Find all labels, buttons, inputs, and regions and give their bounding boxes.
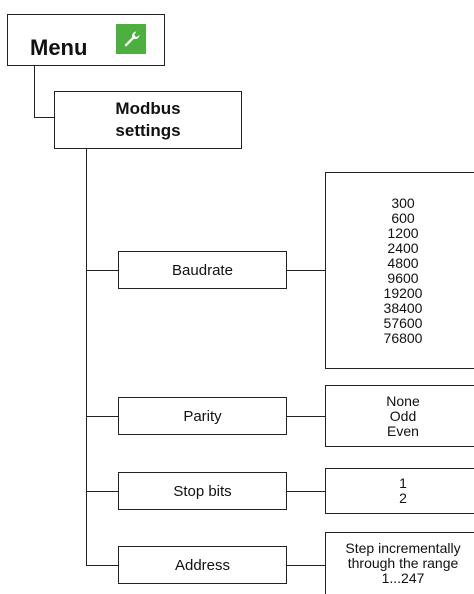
- option-value: 57600: [383, 314, 423, 331]
- option-value: through the range: [347, 555, 459, 571]
- branch-line: [86, 491, 118, 492]
- trunk-line: [86, 149, 87, 565]
- modbus-settings-node[interactable]: Modbus settings: [54, 91, 242, 149]
- option-value: 1...247: [381, 570, 425, 586]
- option-value: Step incrementally: [345, 540, 461, 556]
- baudrate-label: Baudrate: [172, 261, 233, 279]
- option-value: 2400: [387, 239, 419, 256]
- option-connector-line: [287, 565, 325, 566]
- address-node[interactable]: Address: [118, 546, 287, 584]
- stop-bits-node[interactable]: Stop bits: [118, 472, 287, 510]
- option-value: 2: [399, 490, 407, 506]
- option-value: 19200: [383, 284, 423, 301]
- modbus-settings-label-line1: Modbus: [115, 99, 181, 118]
- baudrate-options: 300 600 1200 2400 4800 9600 19200 38400 …: [325, 172, 474, 369]
- option-value: 76800: [383, 329, 423, 346]
- parity-label: Parity: [183, 407, 222, 425]
- menu-label: Menu: [30, 35, 88, 60]
- baudrate-node[interactable]: Baudrate: [118, 251, 287, 289]
- modbus-settings-label-line2: settings: [115, 121, 181, 140]
- option-value: 1: [399, 475, 407, 491]
- option-value: 600: [391, 209, 415, 226]
- branch-line: [86, 565, 118, 566]
- option-connector-line: [287, 491, 325, 492]
- option-value: 9600: [387, 269, 419, 286]
- address-options: Step incrementally through the range 1..…: [325, 532, 474, 594]
- option-value: 4800: [387, 254, 419, 271]
- parity-options: None Odd Even: [325, 385, 474, 447]
- option-value: Odd: [389, 407, 417, 424]
- address-label: Address: [174, 556, 231, 574]
- connector-line: [34, 66, 35, 118]
- option-connector-line: [287, 270, 325, 271]
- option-value: None: [386, 392, 420, 409]
- stop-bits-label: Stop bits: [173, 482, 232, 500]
- stop-bits-options: 1 2: [325, 468, 474, 514]
- branch-line: [86, 416, 118, 417]
- branch-line: [86, 270, 118, 271]
- parity-node[interactable]: Parity: [118, 397, 287, 435]
- option-value: 300: [391, 194, 415, 211]
- menu-node[interactable]: Menu: [7, 14, 165, 66]
- option-value: Even: [387, 422, 419, 439]
- option-value: 1200: [387, 224, 419, 241]
- option-value: 38400: [383, 299, 423, 316]
- connector-line: [34, 117, 54, 118]
- option-connector-line: [287, 416, 325, 417]
- wrench-icon: [116, 24, 146, 54]
